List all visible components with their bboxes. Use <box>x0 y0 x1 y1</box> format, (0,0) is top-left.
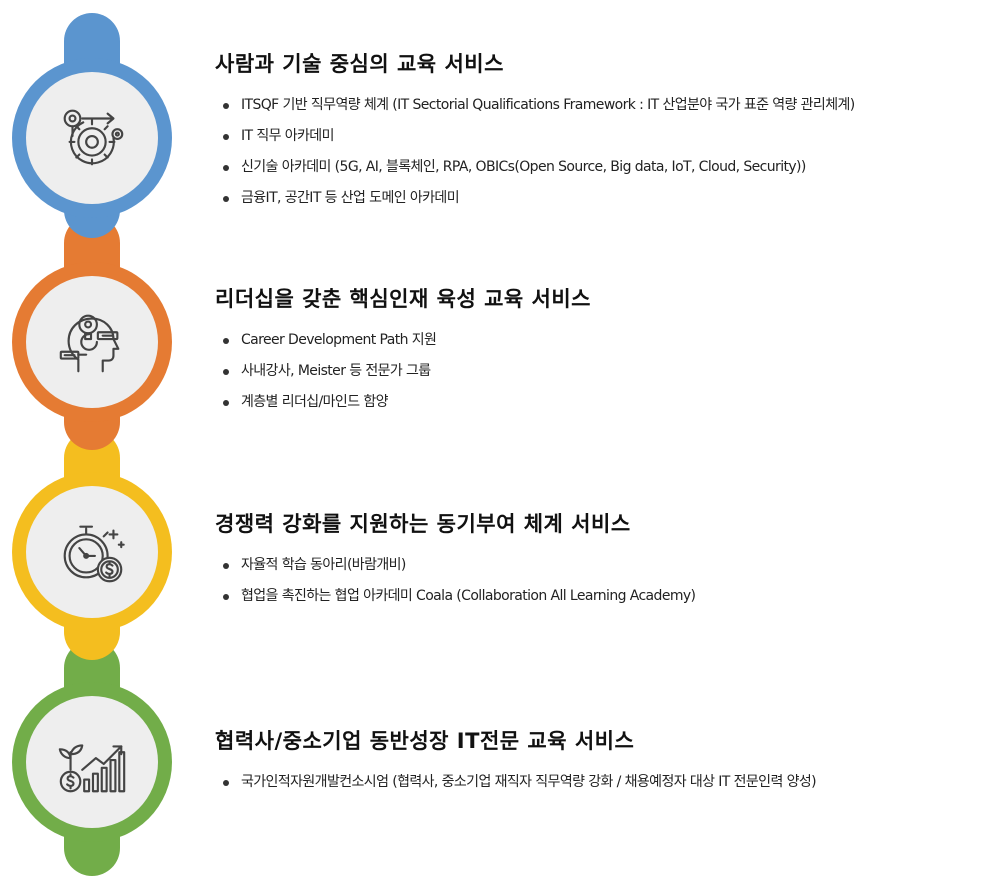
list-item: ITSQF 기반 직무역량 체계 (IT Sectorial Qualifica… <box>215 90 995 121</box>
icon-disc <box>26 486 158 618</box>
gear-target-icon <box>63 109 124 166</box>
circle-2 <box>12 262 172 422</box>
list-item: IT 직무 아카데미 <box>215 121 995 152</box>
list-item: 계층별 리더십/마인드 함양 <box>215 387 995 418</box>
list-item: 금융IT, 공간IT 등 산업 도메인 아카데미 <box>215 183 995 214</box>
growth-chart-icon <box>58 744 126 793</box>
timeline-spine <box>0 0 200 889</box>
list-item: 사내강사, Meister 등 전문가 그룹 <box>215 356 995 387</box>
list-item: 신기술 아카데미 (5G, AI, 블록체인, RPA, OBICs(Open … <box>215 152 995 183</box>
section-1: 사람과 기술 중심의 교육 서비스 ITSQF 기반 직무역량 체계 (IT S… <box>215 48 995 214</box>
section-title: 협력사/중소기업 동반성장 IT전문 교육 서비스 <box>215 729 635 753</box>
section-title: 사람과 기술 중심의 교육 서비스 <box>215 52 504 76</box>
section-title: 리더십을 갖춘 핵심인재 육성 교육 서비스 <box>215 287 591 311</box>
stopwatch-coin-icon <box>63 525 125 583</box>
circle-3 <box>12 472 172 632</box>
circle-4 <box>12 682 172 842</box>
bullet-list: ITSQF 기반 직무역량 체계 (IT Sectorial Qualifica… <box>215 90 995 214</box>
head-lightbulb-icon <box>59 314 120 373</box>
section-title: 경쟁력 강화를 지원하는 동기부여 체계 서비스 <box>215 512 631 536</box>
icon-disc <box>26 72 158 204</box>
list-item: 자율적 학습 동아리(바람개비) <box>215 550 995 581</box>
bullet-list: 국가인적자원개발컨소시엄 (협력사, 중소기업 재직자 직무역량 강화 / 채용… <box>215 767 995 798</box>
section-4: 협력사/중소기업 동반성장 IT전문 교육 서비스 국가인적자원개발컨소시엄 (… <box>215 725 995 798</box>
list-item: 협업을 촉진하는 협업 아카데미 Coala (Collaboration Al… <box>215 581 995 612</box>
list-item: Career Development Path 지원 <box>215 325 995 356</box>
section-2: 리더십을 갖춘 핵심인재 육성 교육 서비스 Career Developmen… <box>215 283 995 418</box>
bullet-list: Career Development Path 지원 사내강사, Meister… <box>215 325 995 418</box>
icon-disc <box>26 696 158 828</box>
section-3: 경쟁력 강화를 지원하는 동기부여 체계 서비스 자율적 학습 동아리(바람개비… <box>215 508 995 612</box>
bullet-list: 자율적 학습 동아리(바람개비) 협업을 촉진하는 협업 아카데미 Coala … <box>215 550 995 612</box>
circle-1 <box>12 58 172 218</box>
icon-disc <box>26 276 158 408</box>
list-item: 국가인적자원개발컨소시엄 (협력사, 중소기업 재직자 직무역량 강화 / 채용… <box>215 767 995 798</box>
